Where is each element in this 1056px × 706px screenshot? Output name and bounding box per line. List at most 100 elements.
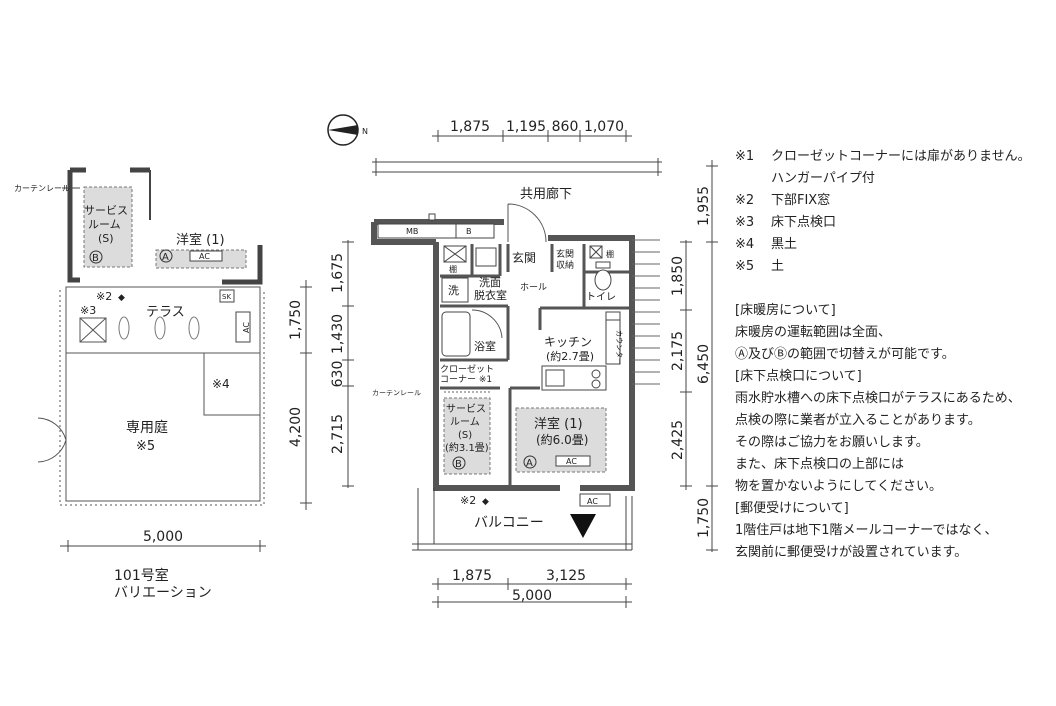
dim-left-2: 1,430 [330,314,346,354]
mark2-diamond: ◆ [482,497,489,507]
variant-caption2: バリエーション [114,585,212,601]
variant-mark2: ※2 [96,290,112,303]
western-ac [555,455,591,467]
note-row-5: ※5 土 [735,256,1055,278]
western-a-text: A [526,458,533,469]
kitchen-label1: キッチン [544,335,592,349]
variant-dim-bottom-text: 5,000 [143,529,183,545]
service-label2: ルーム [450,416,480,428]
dim-right-inner-1: 1,850 [670,256,686,296]
variant-ac-outdoor-text: AC [242,322,251,333]
variant-service-label2: ルーム [88,218,121,231]
entrance-storage-label1: 玄関 [556,248,574,260]
dim-right-outer-1: 1,955 [696,186,712,226]
hall-label: ホール [520,282,547,293]
variant-b-text: B [92,253,99,264]
note-mark: ※3 [735,215,755,230]
inspection-line: 物を置かないようにしてください。 [735,479,942,494]
mark2-label: ※2 [460,494,476,507]
dim-left-4: 2,715 [330,414,346,454]
variant-a-text: A [162,252,169,263]
heating-line: Ⓐ及びⒷの範囲で切替えが可能です。 [735,347,955,362]
unit-outer-wall [371,219,635,491]
shelf-label-left: 棚 [449,264,457,274]
entrance-storage-label2: 収納 [556,259,574,271]
note-row-1: ※1 クローゼットコーナーには扉がありません。 [735,146,1055,168]
variant-caption1: 101号室 [114,567,169,584]
dim-right-outer-3: 1,750 [696,498,712,538]
note-text: 土 [771,259,785,274]
meter-box [428,213,436,221]
note-mark: ※5 [735,259,755,274]
note-row-1b: ハンガーパイプ付 [735,168,1055,190]
balcony-down-arrow-icon [570,514,596,538]
variant-ac-indoor [189,250,223,262]
dim-bottom-total: 5,000 [512,588,552,604]
mb-label: MB [406,227,418,236]
variant-diamond: ◆ [118,293,125,303]
bath-label: 浴室 [474,339,496,353]
washer-label: 洗 [448,284,459,297]
inspection-line: 点検の際に業者が立入ることがあります。 [735,413,981,428]
western-label2: (約6.0畳) [536,432,588,447]
dim-left-3: 630 [330,361,346,388]
service-room-area [443,397,491,475]
variant-plan: カーテンレール サービス ルーム (S) B 洋室 (1) A AC ※2 ◆ … [14,167,312,601]
closet-label1: クローゼット [440,363,494,375]
heating-notes: [床暖房について] 床暖房の運転範囲は全面、 Ⓐ及びⒷの範囲で切替えが可能です。… [735,300,1055,564]
balcony-label: バルコニー [474,515,544,531]
variant-garden-label: 専用庭 [126,419,168,436]
side-fence [632,239,660,385]
variant-terrace-label: テラス [146,305,185,320]
entrance-label: 玄関 [512,250,536,265]
variant-garden [65,352,261,502]
variant-ac-indoor-text: AC [199,252,210,261]
balcony-ac-text: AC [587,497,598,506]
corridor-label: 共用廊下 [520,186,572,202]
north-arrow-icon [327,114,359,146]
variant-mark3: ※3 [80,304,96,317]
variant-service-label: サービス [84,204,128,217]
dim-bottom-1: 1,875 [452,568,492,584]
dim-top-2: 1,195 [506,119,546,135]
dim-top-1: 1,875 [450,119,490,135]
variant-columns [118,316,200,340]
note-mark: ※4 [735,237,755,252]
variant-inspection-hatch [79,317,107,343]
note-text: クローゼットコーナーには扉がありません。 [771,149,1031,164]
shelf-label-right: 棚 [606,249,614,259]
variant-fence [59,290,265,506]
variant-western-label: 洋室 (1) [176,232,225,248]
curtain-label: カーテンレール [372,389,421,397]
dim-left [342,240,354,488]
service-b-text: B [455,459,462,470]
dim-right-inner-3: 2,425 [670,420,686,460]
variant-garden-note: ※5 [136,439,155,454]
mail-line: 玄関前に郵便受けが設置されています。 [735,545,968,560]
bathtub [441,311,471,357]
heating-line: 床暖房の運転範囲は全面、 [735,325,892,340]
kitchen-label2: (約2.7畳) [546,349,594,363]
b-box-label: B [466,227,472,236]
dim-right-inner-2: 2,175 [670,331,686,371]
note-mark: ※1 [735,149,755,164]
balcony [412,488,633,551]
balcony-ac [579,493,611,507]
service-label4: (約3.1畳) [445,441,489,454]
variant-sk-box [219,289,235,303]
closet-label2: コーナー ※1 [440,374,492,385]
dim-bottom [432,578,632,608]
main-plan: N 1,875 1,195 860 1,070 共用廊下 MB B [327,114,718,608]
note-row-4: ※4 黒土 [735,234,1055,256]
inspection-line: また、床下点検口の上部には [735,457,905,472]
inspection-line: その際はご協力をお願いします。 [735,435,929,450]
dim-top-4: 1,070 [584,119,624,135]
service-label3: (S) [458,430,472,441]
variant-dim-bottom [60,540,266,552]
north-label: N [362,127,368,136]
dim-right-outer [706,160,718,552]
variant-dim-right1: 1,750 [288,300,304,340]
bath-door [471,309,503,339]
washroom-label2: 脱衣室 [474,288,507,302]
